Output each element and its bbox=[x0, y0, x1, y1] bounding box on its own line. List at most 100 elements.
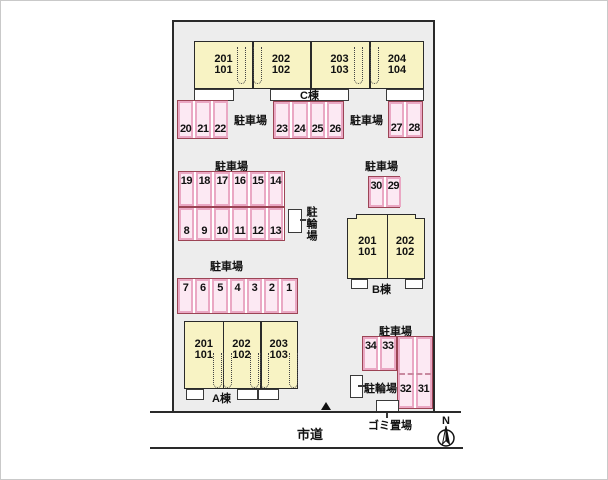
space-number: 23 bbox=[276, 123, 288, 135]
space-number: 18 bbox=[198, 175, 211, 187]
parking-label: 駐車場 bbox=[365, 161, 398, 173]
unit-number-lower: 102 bbox=[232, 349, 251, 361]
parking-space: 13 bbox=[267, 208, 284, 240]
space-number: 22 bbox=[214, 123, 227, 135]
parking-space: 7 bbox=[178, 279, 194, 313]
unit-number-lower: 101 bbox=[358, 245, 377, 258]
parking-label: 駐車場 bbox=[350, 115, 383, 127]
parking-lot-8-13: 8 9 10 11 12 13 bbox=[177, 207, 285, 241]
space-number: 30 bbox=[370, 180, 383, 192]
unit-divider bbox=[310, 42, 312, 88]
unit-number-lower: 101 bbox=[194, 349, 214, 361]
entrance-porch bbox=[257, 389, 279, 400]
parking-space: 21 bbox=[195, 101, 211, 138]
entrance-porch bbox=[186, 389, 204, 400]
space-number: 6 bbox=[200, 282, 206, 294]
unit-number-upper: 202 bbox=[271, 53, 291, 65]
unit-c-202: 202 102 bbox=[252, 42, 310, 88]
parking-space: 5 bbox=[212, 279, 228, 313]
parking-space: 30 bbox=[368, 177, 384, 207]
space-number: 34 bbox=[365, 340, 377, 352]
stair-icon bbox=[250, 353, 259, 388]
callout-line bbox=[358, 385, 365, 387]
unit-divider bbox=[386, 215, 389, 278]
parking-lot-31-32: 32 31 bbox=[396, 336, 433, 409]
space-number: 11 bbox=[234, 225, 246, 237]
parking-space: 2 bbox=[264, 279, 280, 313]
parking-lot-29-30: 30 29 bbox=[367, 176, 401, 208]
building-name: C棟 bbox=[300, 89, 319, 102]
entrance-marker-icon bbox=[321, 402, 331, 410]
callout-line bbox=[386, 411, 388, 418]
stair-icon bbox=[354, 47, 363, 84]
parking-space: 27 bbox=[388, 102, 405, 137]
parking-space: 32 bbox=[397, 337, 414, 408]
building-a-label: A棟 bbox=[212, 393, 231, 405]
space-number: 3 bbox=[251, 282, 258, 294]
parking-space: 18 bbox=[196, 172, 213, 206]
space-number: 31 bbox=[417, 383, 430, 395]
parking-space: 26 bbox=[327, 102, 343, 138]
unit-divider bbox=[369, 42, 371, 88]
space-number: 25 bbox=[311, 123, 324, 135]
entrance-porch bbox=[237, 389, 258, 400]
building-b: 201 101 202 102 bbox=[346, 213, 425, 279]
parking-label: 駐車場 bbox=[215, 161, 248, 173]
space-number: 5 bbox=[217, 282, 223, 294]
building-notch bbox=[346, 213, 357, 219]
parking-lot-23-26: 23 24 25 26 bbox=[273, 101, 344, 139]
unit-number-upper: 201 bbox=[358, 234, 377, 247]
unit-number-upper: 204 bbox=[387, 53, 407, 65]
parking-space: 9 bbox=[196, 208, 213, 240]
space-number: 20 bbox=[180, 123, 192, 135]
unit-a-202: 202 102 bbox=[223, 312, 261, 388]
entrance-porch bbox=[194, 88, 234, 101]
parking-space: 28 bbox=[406, 102, 422, 137]
space-number: 19 bbox=[180, 175, 193, 187]
unit-number-upper: 201 bbox=[214, 53, 233, 65]
parking-space: 33 bbox=[380, 337, 396, 370]
road-label: 市道 bbox=[297, 427, 324, 442]
parking-space: 22 bbox=[212, 101, 228, 138]
parking-space: 19 bbox=[178, 172, 195, 206]
unit-b-202: 202 102 bbox=[387, 215, 424, 278]
space-number: 16 bbox=[234, 175, 246, 187]
building-b-label: B棟 bbox=[372, 284, 391, 296]
garbage-area-label: ゴミ置場 bbox=[368, 420, 412, 432]
parking-space: 24 bbox=[291, 102, 308, 138]
space-number: 8 bbox=[183, 225, 190, 237]
unit-c-203: 203 103 bbox=[310, 42, 369, 88]
unit-a-201: 201 101 bbox=[185, 312, 223, 388]
parking-space: 11 bbox=[231, 208, 248, 240]
road-edge-line bbox=[150, 411, 461, 413]
parking-space: 31 bbox=[415, 337, 432, 408]
unit-number-lower: 102 bbox=[395, 245, 415, 258]
space-number: 33 bbox=[382, 340, 394, 352]
space-number: 21 bbox=[197, 123, 209, 135]
parking-space: 14 bbox=[267, 172, 284, 206]
parking-space: 3 bbox=[246, 279, 263, 313]
space-number: 9 bbox=[201, 225, 208, 237]
unit-number-upper: 203 bbox=[269, 338, 288, 350]
parking-lot-14-19: 19 18 17 16 15 14 bbox=[177, 171, 285, 207]
parking-space: 8 bbox=[178, 208, 195, 240]
compass-icon: N bbox=[437, 415, 455, 447]
space-number: 26 bbox=[329, 123, 342, 135]
unit-number-lower: 104 bbox=[387, 64, 407, 76]
unit-number-lower: 103 bbox=[269, 349, 288, 361]
parking-space: 25 bbox=[309, 102, 326, 138]
parking-space: 16 bbox=[231, 172, 248, 206]
space-number: 4 bbox=[234, 282, 241, 294]
space-number: 29 bbox=[387, 180, 400, 192]
unit-number-lower: 102 bbox=[271, 64, 291, 76]
parking-space: 17 bbox=[214, 172, 230, 206]
parking-label: 駐車場 bbox=[210, 261, 243, 273]
unit-number-upper: 202 bbox=[395, 234, 415, 247]
parking-label: 駐車場 bbox=[234, 115, 267, 127]
stair-icon bbox=[253, 47, 262, 84]
unit-a-203: 203 103 bbox=[260, 312, 297, 388]
parking-lot-33-34: 34 33 bbox=[362, 336, 397, 371]
unit-number-upper: 201 bbox=[194, 338, 214, 350]
unit-c-204: 204 104 bbox=[369, 42, 425, 88]
